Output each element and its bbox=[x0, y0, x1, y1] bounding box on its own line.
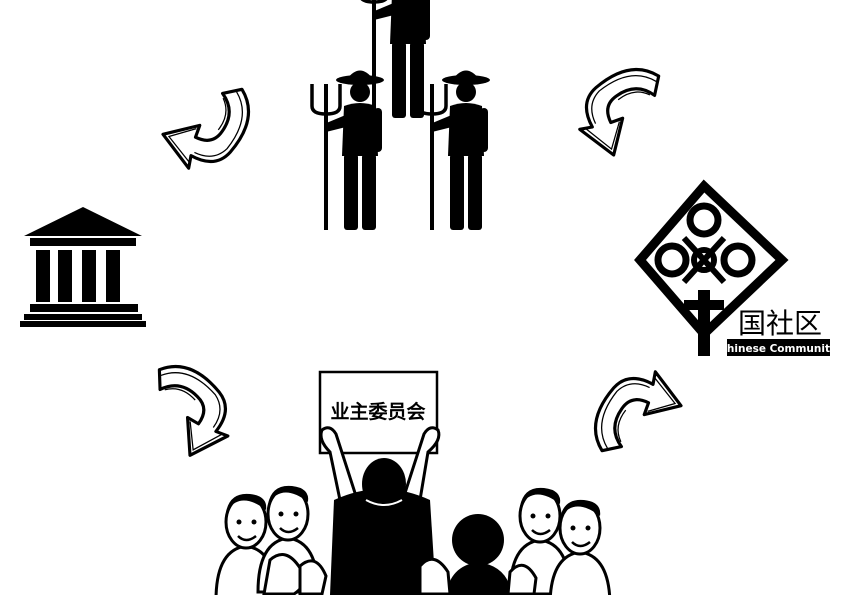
arrow-top-left bbox=[155, 69, 257, 182]
farmer-right-figure bbox=[418, 71, 490, 231]
sign-text: 业主委员会 bbox=[330, 400, 425, 423]
arrow-bottom-right bbox=[587, 358, 689, 471]
arrow-bottom-left bbox=[130, 356, 248, 467]
chinese-community-logo: 国社区 Chinese Community bbox=[640, 186, 837, 356]
arrow-top-right bbox=[566, 61, 679, 163]
farmers-group bbox=[312, 0, 490, 230]
logo-chinese-text: 国社区 bbox=[738, 307, 822, 340]
farmer-top-figure bbox=[360, 0, 432, 118]
government-building-icon bbox=[20, 207, 146, 327]
crowd-with-sign-icon: 业主委员会 bbox=[216, 372, 610, 595]
logo-english-text: Chinese Community bbox=[719, 343, 837, 355]
